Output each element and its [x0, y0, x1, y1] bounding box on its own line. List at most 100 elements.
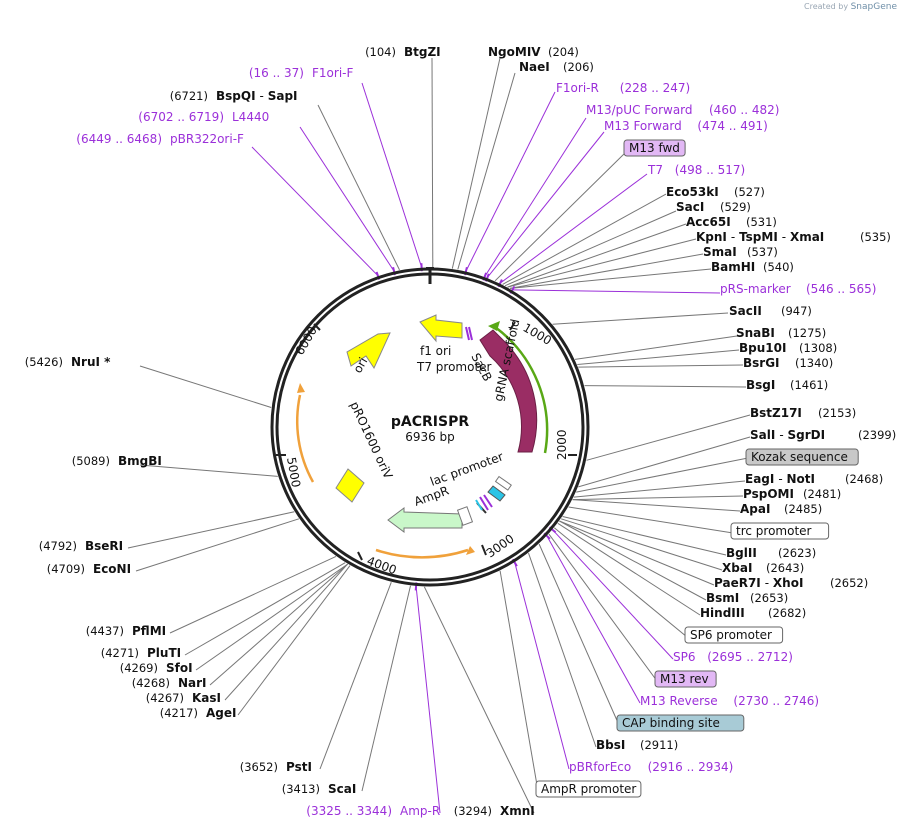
label-bspqi[interactable]: (6721)BspQI- SapI [170, 89, 298, 103]
label-nari[interactable]: (4268)NarI [132, 676, 207, 690]
label-bpu10i[interactable]: Bpu10I(1308) [739, 341, 837, 355]
label-name: SalI- SgrDI [750, 428, 825, 442]
label-position: (4217) [160, 706, 198, 720]
label-pspomi[interactable]: PspOMI(2481) [743, 487, 841, 501]
label-name: SnaBI [736, 326, 775, 340]
label-m13-fwd[interactable]: M13 fwd [623, 139, 686, 157]
label-name: M13 Reverse [640, 694, 718, 708]
leader-agei [237, 565, 351, 716]
label-t7[interactable]: T7(498 .. 517) [647, 163, 745, 177]
label-position: (4709) [47, 562, 85, 576]
label-apai[interactable]: ApaI(2485) [740, 502, 822, 516]
label-position: (5089) [72, 454, 110, 468]
label-naei[interactable]: NaeI(206) [519, 60, 594, 74]
label-bstz17i[interactable]: BstZ17I(2153) [750, 406, 856, 420]
plasmid-size: 6936 bp [405, 430, 455, 444]
label-name: Amp-R [400, 804, 440, 818]
label-sp6-promoter[interactable]: SP6 promoter [684, 626, 784, 644]
label-kpni[interactable]: KpnI- TspMI- XmaI(535) [696, 230, 891, 244]
label-smai[interactable]: SmaI(537) [703, 245, 778, 259]
label-psti[interactable]: (3652)PstI [240, 760, 312, 774]
label-nrui[interactable]: (5426)NruI * [25, 355, 111, 369]
label-name: BglII [726, 546, 757, 560]
leader-bseri [127, 511, 295, 549]
label-bamhi[interactable]: BamHI(540) [711, 260, 794, 274]
leader-bmgbi [139, 464, 278, 477]
label-position: (2623) [778, 546, 816, 560]
label-m13-reverse[interactable]: M13 Reverse(2730 .. 2746) [640, 694, 819, 708]
label-name: PaeR7I [714, 576, 761, 590]
label-btgzi[interactable]: (104)BtgZI [365, 45, 441, 59]
label-bglii[interactable]: BglII (2623) [726, 546, 816, 560]
label-name: EcoNI [93, 562, 131, 576]
label-position: (947) [781, 304, 812, 318]
label-cap-binding-site[interactable]: CAP binding site [616, 714, 745, 732]
pro1600-label: pRO1600 oriV [347, 399, 395, 481]
label-sp6[interactable]: SP6 (2695 .. 2712) [673, 650, 793, 664]
label-position: (6702 .. 6719) [138, 110, 224, 124]
label-saci[interactable]: SacI(529) [676, 200, 751, 214]
label-name: Eco53kI [666, 185, 719, 199]
label-m13-puc-forward[interactable]: M13/pUC Forward(460 .. 482) [586, 103, 779, 117]
label-name: F1ori-R [556, 81, 599, 95]
label-eco53ki[interactable]: Eco53kI(527) [666, 185, 765, 199]
label-bsgi[interactable]: BsgI(1461) [746, 378, 828, 392]
label-box [535, 780, 642, 798]
label-name: pBR322ori-F [170, 132, 244, 146]
label-kozak-sequence[interactable]: Kozak sequence [745, 448, 859, 466]
label-position: (3325 .. 3344) [306, 804, 392, 818]
label-f1ori-r[interactable]: F1ori-R(228 .. 247) [556, 81, 690, 95]
label-snabi[interactable]: SnaBI(1275) [736, 326, 826, 340]
leader-prs-marker [512, 289, 721, 294]
label-ngomiv[interactable]: NgoMIV(204) [488, 45, 579, 59]
label-econi[interactable]: (4709) EcoNI [47, 562, 131, 576]
label-name: SP6 [673, 650, 696, 664]
tick-4000 [357, 551, 363, 561]
box-label-text: M13 rev [660, 672, 709, 686]
box-label-text: Kozak sequence [751, 450, 848, 464]
label-trc-promoter[interactable]: trc promoter [730, 522, 830, 540]
label-acc65i[interactable]: Acc65I(531) [686, 215, 777, 229]
lower-orange-arrowhead [466, 546, 475, 555]
label-name: BsrGI [743, 356, 780, 370]
label-pflmi[interactable]: (4437)PflMI [86, 624, 166, 638]
label-name: PluTI [147, 646, 181, 660]
label-m13-forward[interactable]: M13 Forward(474 .. 491) [604, 119, 768, 133]
label-xbai[interactable]: XbaI(2643) [722, 561, 804, 575]
label-bsmi[interactable]: BsmI(2653) [706, 591, 788, 605]
label-prs-marker[interactable]: pRS-marker(546 .. 565) [720, 282, 876, 296]
pro1600-box [335, 468, 365, 503]
leader-m13-fwd [494, 151, 627, 282]
leader-amp-r [415, 586, 441, 814]
label-l4440[interactable]: (6702 .. 6719)L4440 [138, 110, 269, 124]
label-paer7i[interactable]: PaeR7I- XhoI(2652) [714, 576, 868, 590]
label-name2: SgrDI [787, 428, 825, 442]
label-f1ori-f[interactable]: (16 .. 37)F1ori-F [249, 66, 354, 80]
label-hindiii[interactable]: HindIII(2682) [700, 606, 806, 620]
label-pbr322ori-f[interactable]: (6449 .. 6468) pBR322ori-F [76, 132, 244, 146]
label-pluti[interactable]: (4271)PluTI [101, 646, 181, 660]
label-scai[interactable]: (3413)ScaI [282, 782, 357, 796]
label-pbrforeco[interactable]: pBRforEco(2916 .. 2934) [569, 760, 733, 774]
box-label-text: SP6 promoter [690, 628, 772, 642]
label-name: NruI * [71, 355, 111, 369]
label-ampr-promoter[interactable]: AmpR promoter [535, 780, 642, 798]
label-bbsi[interactable]: BbsI(2911) [596, 738, 678, 752]
label-xmni[interactable]: (3294)XmnI [454, 804, 535, 818]
label-kasi[interactable]: (4267)KasI [146, 691, 221, 705]
label-position: (2653) [750, 591, 788, 605]
label-sfoi[interactable]: (4269)SfoI [120, 661, 193, 675]
label-bseri[interactable]: (4792)BseRI [39, 539, 123, 553]
label-bmgbi[interactable]: (5089)BmgBI [72, 454, 162, 468]
label-agei[interactable]: (4217)AgeI [160, 706, 237, 720]
label-m13-rev[interactable]: M13 rev [654, 670, 717, 688]
label-sacii[interactable]: SacII(947) [729, 304, 812, 318]
label-position: (2695 .. 2712) [707, 650, 793, 664]
label-sali[interactable]: SalI- SgrDI(2399) [750, 428, 896, 442]
label-amp-r[interactable]: (3325 .. 3344) Amp-R [306, 804, 440, 818]
label-eagi[interactable]: EagI- NotI(2468) [745, 472, 883, 486]
label-position: (6449 .. 6468) [76, 132, 162, 146]
leader-acc65i [507, 223, 687, 288]
label-bsrgi[interactable]: BsrGI(1340) [743, 356, 833, 370]
label-name: M13 Forward [604, 119, 682, 133]
